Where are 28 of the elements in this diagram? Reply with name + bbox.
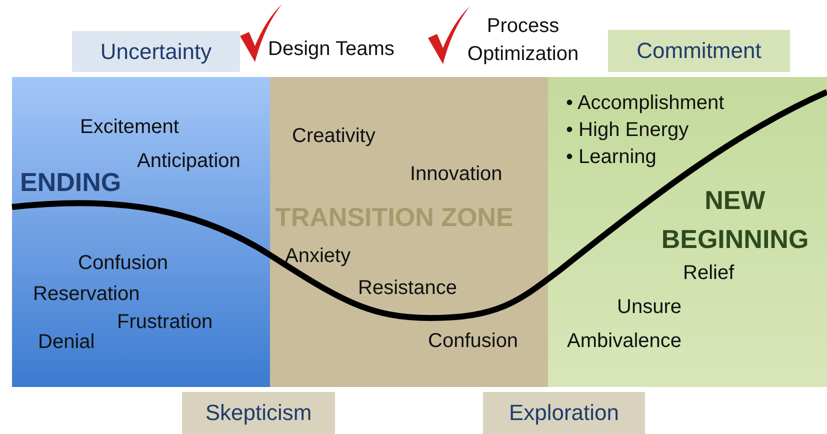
phase-tag: Exploration [483,392,645,434]
feeling-label: Reservation [33,283,140,306]
phase-tag: Uncertainty [72,31,240,72]
phase-heading: NEW BEGINNING [660,184,810,256]
phase-heading: ENDING [20,168,122,198]
feeling-label: Denial [38,331,95,354]
feeling-label: Confusion [78,252,168,275]
feeling-label: Creativity [292,125,376,148]
checked-item-label: Process Optimization [466,14,580,67]
feeling-label: Anticipation [137,150,240,173]
feeling-label: Resistance [358,277,457,300]
feeling-label: Frustration [117,311,213,334]
phase-tag: Commitment [608,30,790,72]
transition-panel [270,77,548,387]
bullet-item: • Accomplishment [566,91,724,116]
checked-item-label: Design Teams [268,38,394,61]
new-beginning-panel [548,77,827,387]
phase-tag: Skepticism [182,392,335,434]
feeling-label: Excitement [80,116,179,139]
feeling-label: Innovation [410,163,502,186]
feeling-label: Unsure [617,296,682,319]
ending-panel [12,77,270,387]
feeling-label: Ambivalence [567,330,682,353]
feeling-label: Confusion [428,330,518,353]
bullet-item: • High Energy [566,118,690,143]
feeling-label: Relief [683,262,734,285]
feeling-label: Anxiety [285,245,351,268]
bullet-item: • Learning [566,145,658,170]
